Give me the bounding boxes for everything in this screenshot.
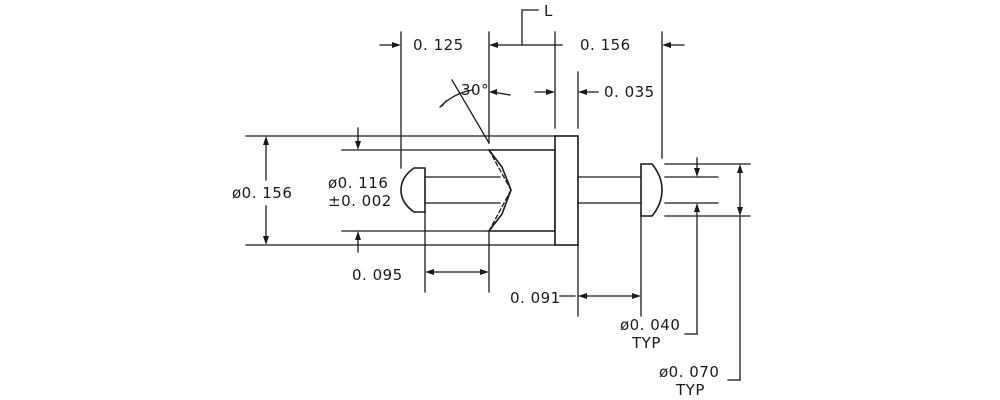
dia-0040-label: ø0. 040 (620, 316, 680, 334)
part-outline (400, 135, 663, 246)
dim-0095-label: 0. 095 (352, 266, 403, 284)
left-dimensions (245, 127, 556, 253)
dimension-labels: L 0. 125 0. 156 30° 0. 035 ø0. 156 ø0. 1… (232, 2, 719, 399)
right-dimensions (664, 157, 751, 381)
dia-0070-label: ø0. 070 (659, 363, 719, 381)
collar-flange (554, 135, 579, 246)
main-body (487, 149, 556, 232)
dim-0125-label: 0. 125 (413, 36, 464, 54)
label-L: L (544, 2, 553, 20)
typ-label-1: TYP (631, 334, 661, 352)
angle-30-label: 30° (461, 81, 489, 99)
dia-0156-label: ø0. 156 (232, 184, 292, 202)
top-dimensions (379, 9, 685, 169)
dim-0035-label: 0. 035 (604, 83, 655, 101)
dia-0116-label: ø0. 116 (328, 174, 388, 192)
dim-0091-label: 0. 091 (510, 289, 561, 307)
tolerance-label: ±0. 002 (328, 192, 392, 210)
left-head (400, 167, 426, 213)
right-head (640, 163, 663, 217)
typ-label-2: TYP (675, 381, 705, 399)
dim-0156-top-label: 0. 156 (580, 36, 631, 54)
bottom-dimensions (424, 211, 642, 317)
